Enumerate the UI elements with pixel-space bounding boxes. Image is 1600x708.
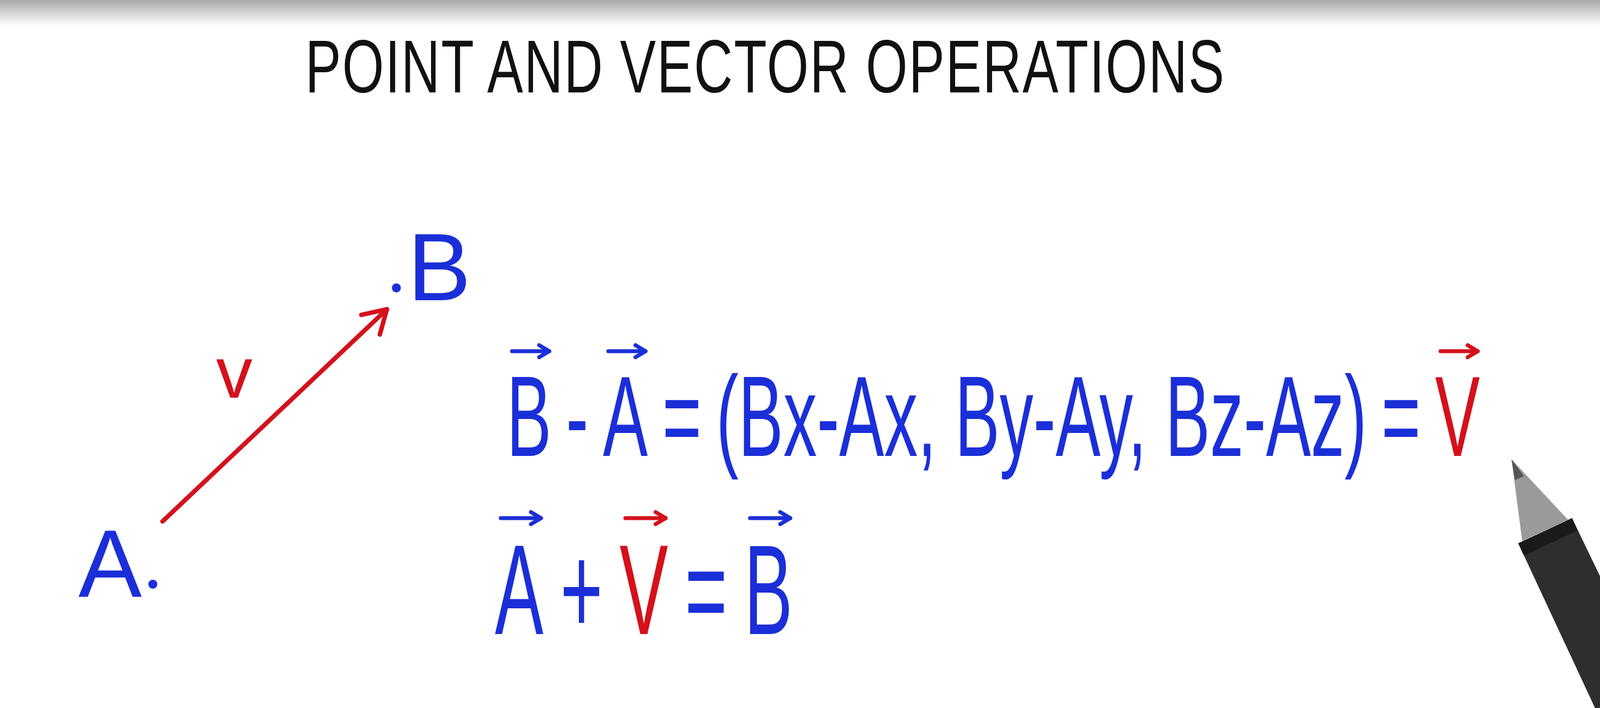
vector-symbol [608, 344, 646, 358]
arrow-head [1467, 344, 1478, 358]
equation-term: (Bx-Ax, By-Ay, Bz-Az) [716, 358, 1367, 474]
equation-term: + [560, 525, 603, 654]
vector-arrow [162, 309, 387, 522]
pencil-tip [1511, 459, 1524, 480]
arrow-head [635, 344, 646, 358]
vector-symbol [1440, 344, 1478, 358]
arrow-head [530, 511, 541, 525]
point-dot [148, 579, 158, 589]
vector-line [162, 309, 387, 522]
vector-symbol [512, 344, 550, 358]
top-shade [0, 0, 1600, 26]
pencil-cone [1511, 459, 1569, 541]
equation-row: A+V=B [494, 525, 793, 654]
arrow-head [655, 511, 666, 525]
vector-symbol [500, 511, 541, 525]
point-node: A [75, 512, 161, 615]
arrow-head [539, 344, 550, 358]
point-dot [391, 283, 401, 293]
equation-row: B-A=(Bx-Ax, By-Ay, Bz-Az)=V [506, 358, 1481, 474]
arrow-head [780, 511, 791, 525]
equation-term: A [494, 525, 544, 654]
vector-label: v [213, 335, 255, 409]
equation-term: A [602, 358, 648, 474]
equation-term: = [662, 358, 702, 474]
vector-symbol [625, 511, 666, 525]
equation-term: V [1435, 358, 1481, 474]
equation-term: = [684, 525, 728, 654]
point-label: A [78, 515, 142, 611]
point-node: B [388, 216, 475, 318]
diagram-title: POINT AND VECTOR OPERATIONS [305, 29, 1226, 105]
vector-symbol [750, 511, 791, 525]
equation-term: V [619, 525, 669, 654]
arrow-head [361, 309, 388, 335]
equation-term: B [506, 358, 552, 474]
equation-term: - [565, 358, 589, 474]
pencil-body [1518, 517, 1600, 708]
equation-term: B [744, 525, 793, 654]
point-label: B [407, 219, 471, 315]
equation-term: = [1381, 358, 1421, 474]
